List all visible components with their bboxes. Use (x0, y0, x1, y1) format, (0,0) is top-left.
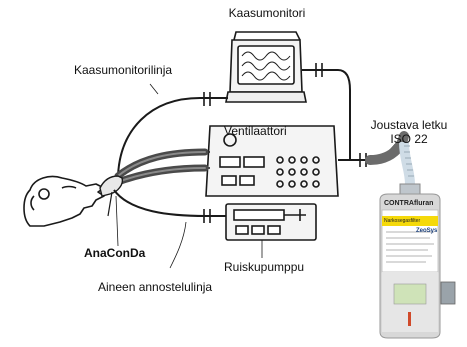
syringe-pump-label: Ruiskupumppu (224, 260, 305, 274)
anaconda-device (99, 175, 124, 217)
gas-monitor-line-label: Kaasumonitorilinja (74, 63, 173, 77)
agent-dosing-line (113, 189, 226, 223)
patient-head-icon (23, 175, 105, 227)
canister-icon (379, 183, 456, 339)
canister-brand: CONTRAfluran (384, 200, 434, 207)
label-leaders (115, 83, 263, 269)
anaconda-label: AnaConDa (84, 246, 146, 260)
flexible-hose-label-line1: Joustava letku (370, 118, 448, 132)
gas-monitor-icon (225, 31, 307, 103)
flexible-hose (365, 131, 415, 185)
flexible-hose-label: Joustava letku ISO 22 (356, 118, 462, 146)
agent-dosing-line-label: Aineen annostelulinja (98, 280, 213, 294)
canister-brand-sub: Narkosegasfilter (384, 218, 421, 224)
syringe-pump-icon (225, 203, 317, 241)
breathing-circuit (114, 148, 209, 186)
gas-monitor-label: Kaasumonitori (228, 6, 306, 20)
ventilator-icon (200, 125, 339, 197)
canister-maker: ZeoSys (416, 228, 438, 234)
gas-monitor-line (117, 63, 351, 177)
ventilator-label: Ventilaattori (224, 124, 287, 138)
flexible-hose-label-line2: ISO 22 (390, 132, 428, 146)
